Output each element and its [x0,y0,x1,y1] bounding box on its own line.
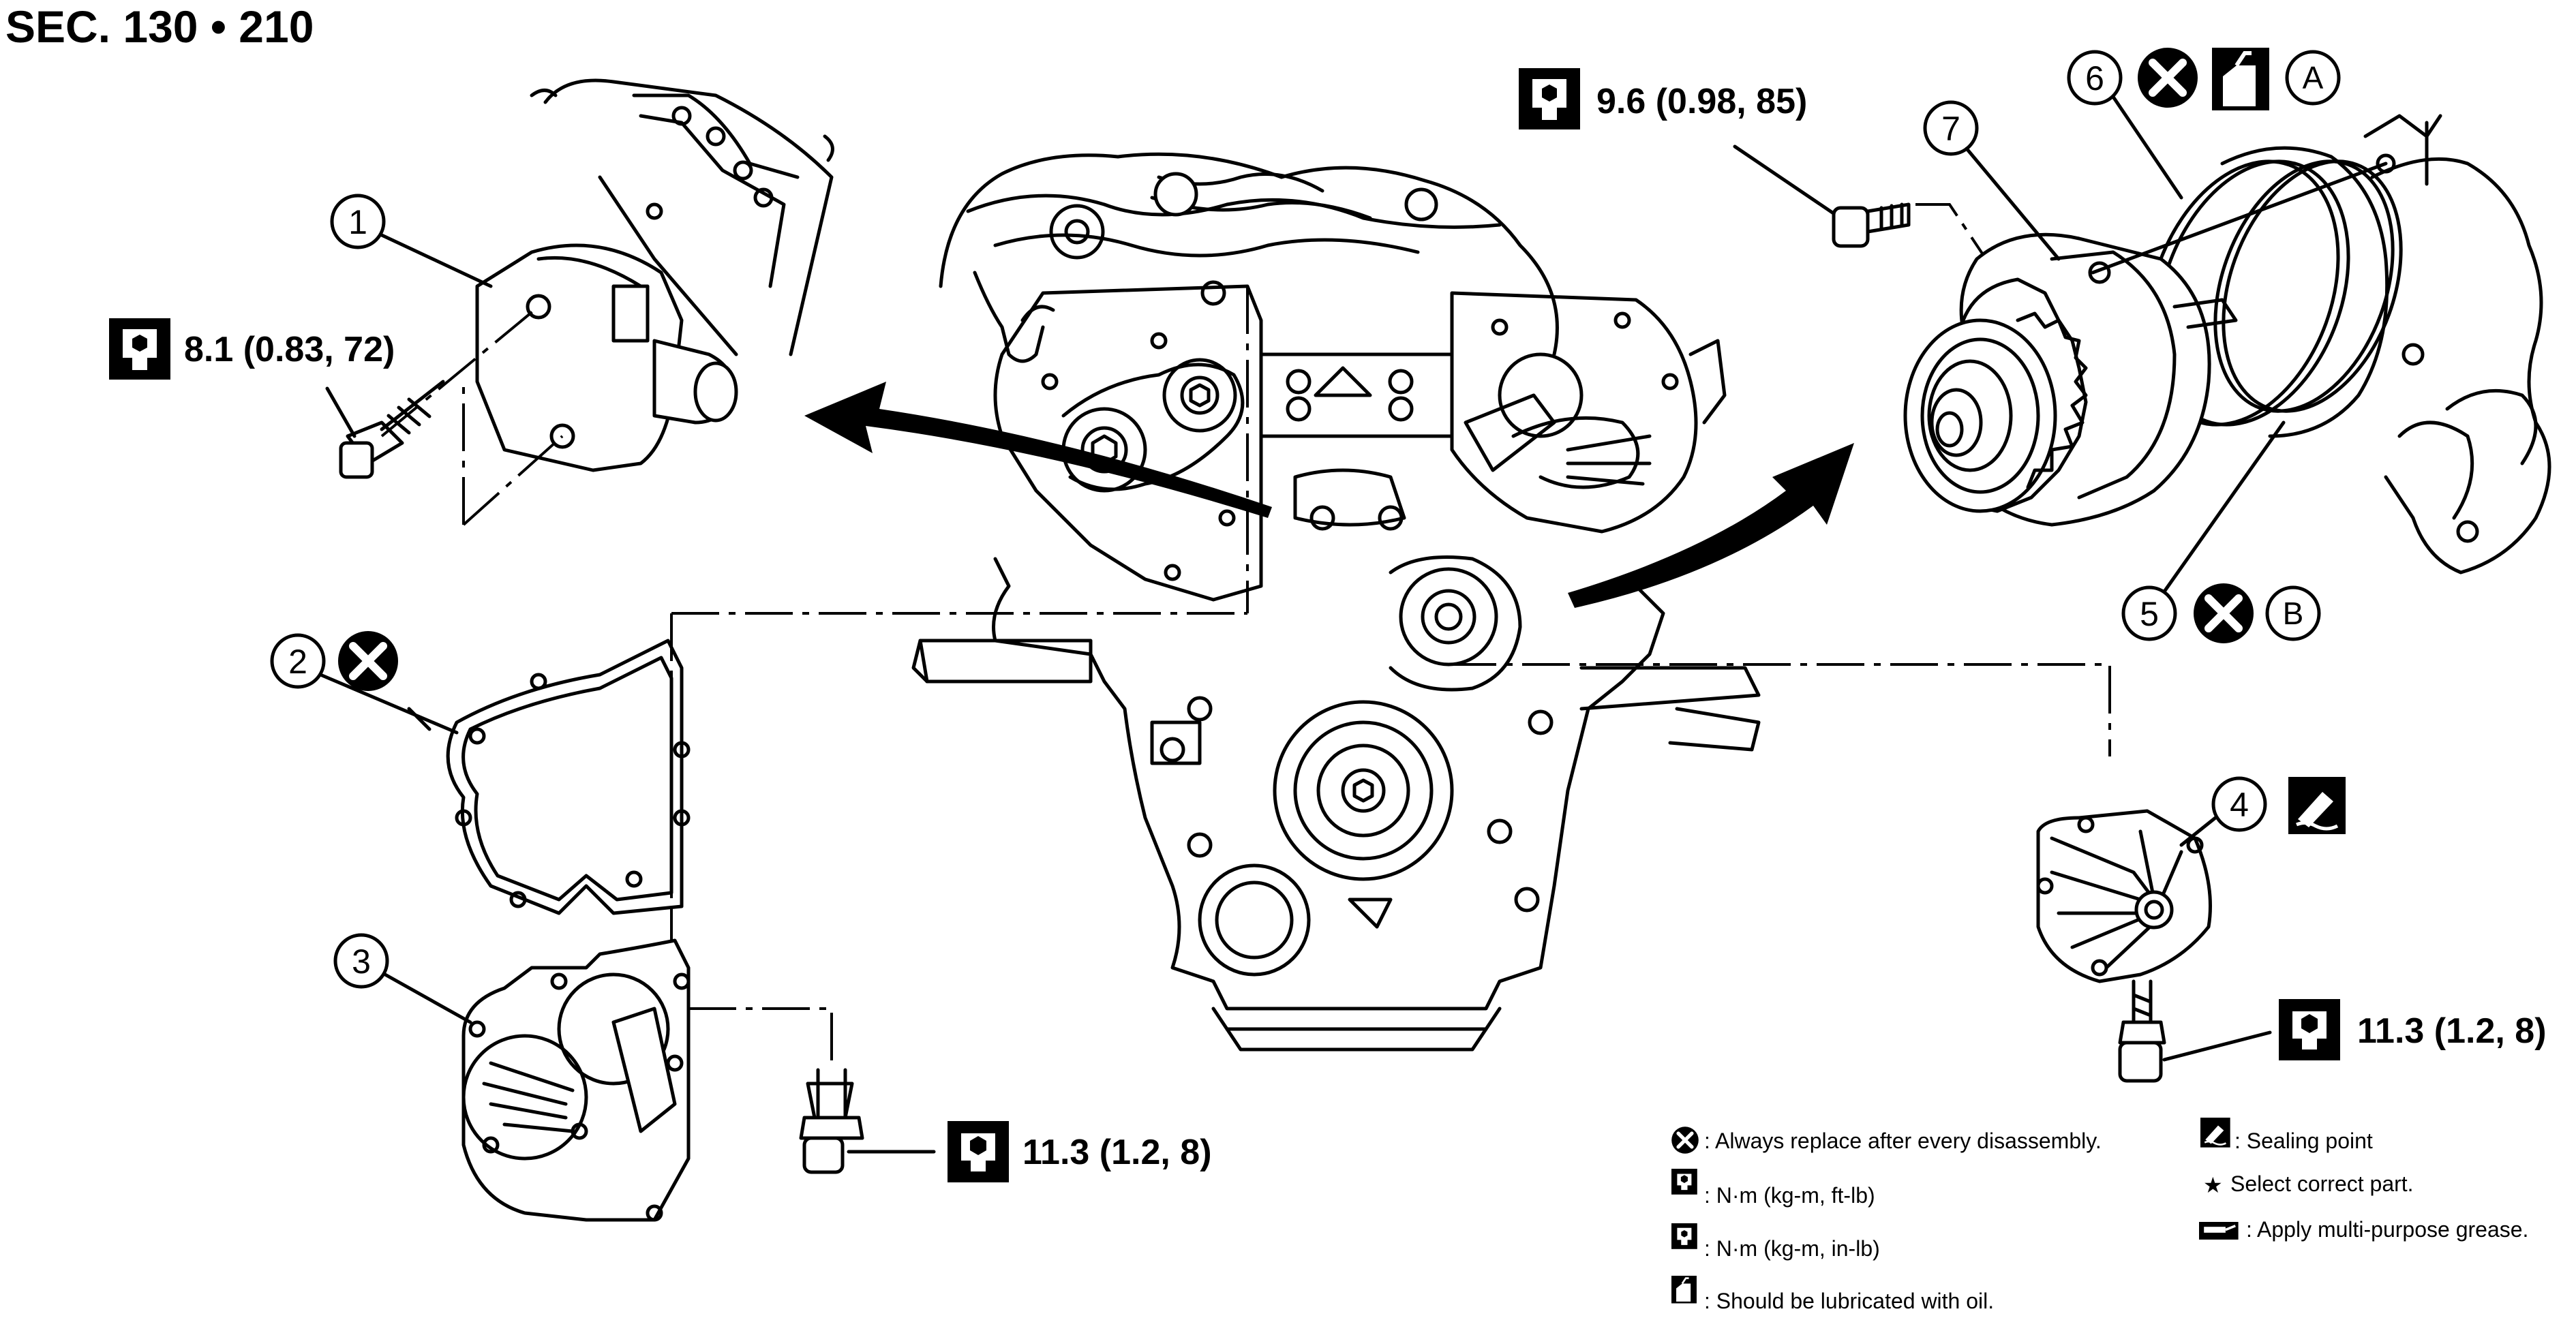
legend-nm-ftlb: : N·m (kg-m, ft-lb) [1704,1183,1875,1208]
x-circle-icon [2194,583,2254,643]
part-2-gasket-illustration [407,639,691,915]
legend-select: Select correct part. [2230,1171,2414,1196]
torque-value-part-1: 8.1 (0.83, 72) [184,330,395,369]
part-4-illustration [2036,809,2212,983]
wrench-open-icon [2279,999,2340,1060]
wrench-open-icon [948,1121,1009,1182]
callout-3: 3 [352,942,371,981]
section-title: SEC. 130 • 210 [5,1,314,52]
legend-sealing: : Sealing point [2234,1129,2373,1153]
legend: : Always replace after every disassembly… [1671,1116,2528,1313]
callout-letter-b: B [2283,596,2304,631]
sealant-tube-icon [2288,777,2346,834]
callout-6: 6 [2085,59,2104,97]
legend-grease: : Apply multi-purpose grease. [2246,1217,2528,1242]
x-circle-icon [2138,48,2198,108]
star-icon: ★ [2203,1173,2223,1197]
oil-can-icon [2212,48,2269,110]
callout-7: 7 [1941,110,1960,148]
water-pump-illustration [1903,114,2551,574]
part-3-cover-illustration [461,938,691,1222]
torque-value-part-7: 9.6 (0.98, 85) [1596,82,1807,121]
wrench-closed-icon [109,318,170,380]
wrench-closed-icon [1519,68,1580,129]
engine-assembly-illustration [804,152,1854,1052]
callout-1: 1 [348,203,367,241]
callout-5: 5 [2140,595,2159,633]
x-circle-icon [338,631,398,691]
callout-4: 4 [2230,786,2249,824]
legend-replace: : Always replace after every disassembly… [1704,1129,2102,1153]
callout-letter-a: A [2303,60,2324,95]
part-1-illustration [339,78,834,526]
torque-value-part-4: 11.3 (1.2, 8) [2357,1011,2547,1051]
legend-oil: : Should be lubricated with oil. [1704,1289,1994,1313]
torque-value-part-3: 11.3 (1.2, 8) [1022,1133,1212,1172]
legend-nm-inlb: : N·m (kg-m, in-lb) [1704,1236,1880,1261]
callout-2: 2 [288,643,307,681]
